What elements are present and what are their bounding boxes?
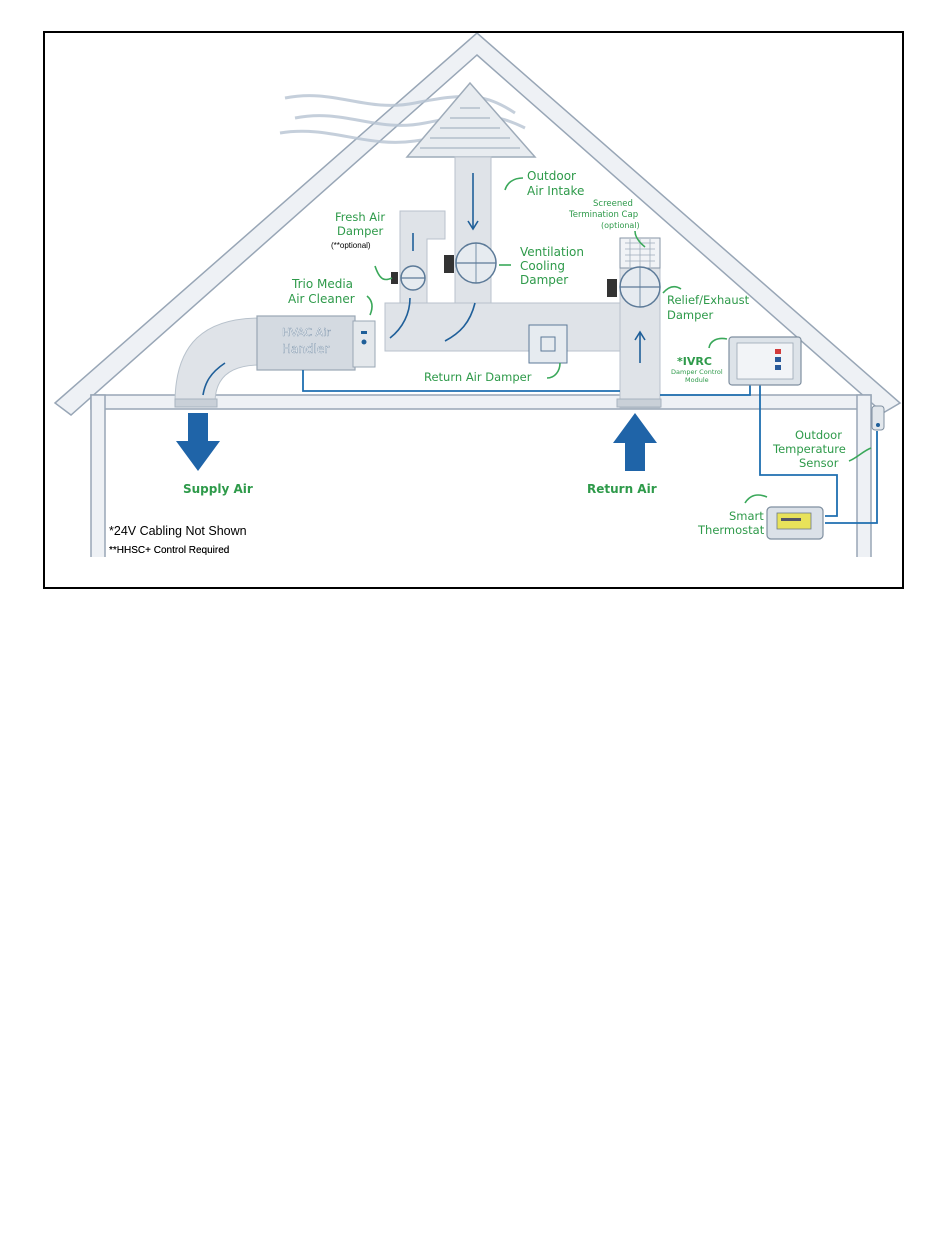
hvac-line1: HVAC Air [282,326,331,339]
fresh-air-damper [391,265,426,291]
hvac-line2: Handler [282,342,329,356]
house-walls [90,394,872,587]
relief-exhaust-damper [607,237,661,308]
label-trio-media: Trio Media Air Cleaner [288,277,355,306]
relief-line1: Relief/Exhaust [667,293,750,307]
label-smart-thermostat: Smart Thermostat [697,509,765,537]
ivrc-line3: Module [685,376,709,384]
supply-air-arrow [176,413,220,471]
return-air-damper [528,324,568,364]
label-fresh-air-damper: Fresh Air Damper (**optional) [331,210,385,250]
label-outdoor-temp-sensor: Outdoor Temperature Sensor [772,428,846,470]
label-ivrc: *IVRC Damper Control Module [671,355,723,384]
fresh-air-damper-line1: Fresh Air [335,210,385,224]
note-hhsc: **HHSC+ Control Required [109,545,229,556]
thermostat-line1: Smart [729,509,764,523]
outdoor-air-intake-line2: Air Intake [527,184,584,198]
screened-cap-line3: (optional) [601,221,640,230]
hvac-diagram: Outdoor Air Intake Screened Termination … [45,33,902,587]
thermostat-line2: Thermostat [697,523,765,537]
label-ventilation-cooling-damper: Ventilation Cooling Damper [520,245,584,287]
screened-cap-line2: Termination Cap [568,210,638,220]
screened-cap-line1: Screened [593,199,633,209]
diagram-frame: Outdoor Air Intake Screened Termination … [43,31,904,589]
ventilation-line1: Ventilation [520,245,584,259]
label-return-air-damper: Return Air Damper [424,370,532,384]
label-outdoor-air-intake: Outdoor Air Intake [527,169,584,198]
bottom-mask [45,557,902,587]
ventilation-line3: Damper [520,273,568,287]
return-air-arrow [613,413,657,471]
ivrc-line2: Damper Control [671,368,723,376]
hvac-air-handler [256,315,376,371]
fresh-air-damper-line2: Damper [337,224,383,238]
sensor-line2: Temperature [772,442,846,456]
label-hvac-air-handler: HVAC Air Handler [282,326,331,356]
ventilation-cooling-damper [444,242,497,284]
outdoor-temperature-sensor [871,405,885,431]
ivrc-line1: *IVRC [677,355,712,368]
control-wiring [302,370,878,524]
trio-media-line1: Trio Media [291,277,353,291]
trio-media-line2: Air Cleaner [288,292,355,306]
airflow-arrows [202,173,646,396]
outdoor-air-intake-line1: Outdoor [527,169,576,183]
ventilation-line2: Cooling [520,259,565,273]
sensor-line3: Sensor [799,456,839,470]
smart-thermostat [766,506,824,540]
ivrc-module [728,336,802,386]
sensor-line1: Outdoor [795,428,842,442]
pointer-arrows [366,177,872,504]
note-cabling: *24V Cabling Not Shown [109,524,247,538]
note-hhsc-visible: **HHSC+ Control Required [109,545,229,556]
label-screened-cap: Screened Termination Cap (optional) [568,199,640,230]
label-return-air: Return Air [587,482,657,496]
label-relief-exhaust: Relief/Exhaust Damper [667,293,750,322]
fresh-air-damper-line3: (**optional) [331,241,371,250]
label-supply-air: Supply Air [183,482,253,496]
relief-line2: Damper [667,308,713,322]
